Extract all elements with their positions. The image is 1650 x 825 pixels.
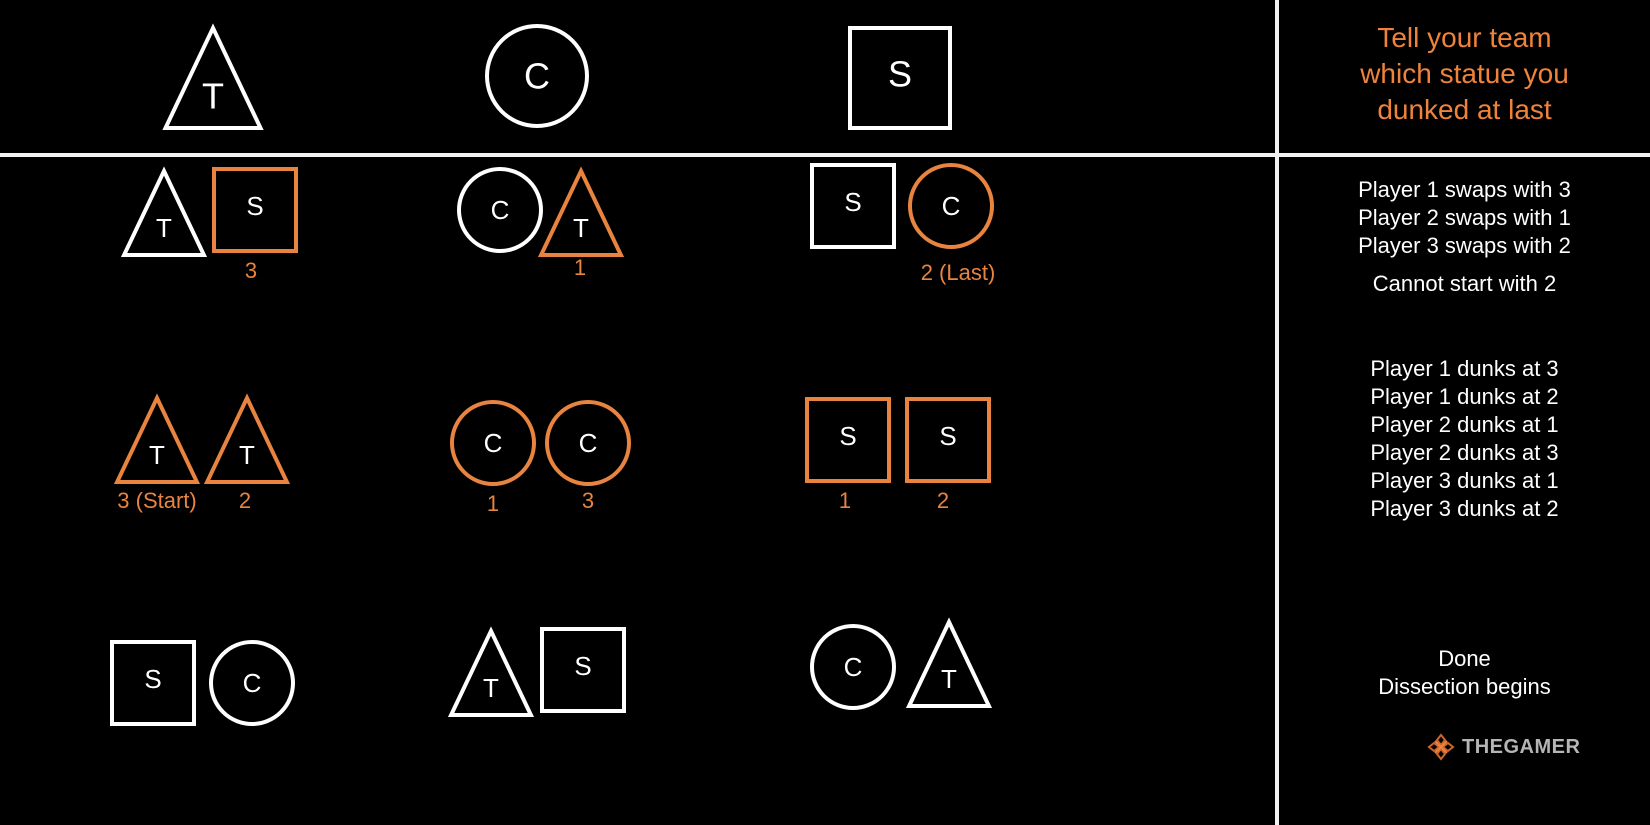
- statue-letter: C: [844, 652, 863, 682]
- done-message: Done Dissection begins: [1279, 645, 1650, 701]
- triangle-statue-t: T: [120, 166, 208, 257]
- cannot-start-note: Cannot start with 2: [1372, 271, 1557, 296]
- order-label: 3 (Start): [117, 488, 196, 513]
- statue-letter: S: [839, 421, 856, 451]
- title-line: which statue you: [1360, 58, 1569, 89]
- dunk-line: Player 3 dunks at 1: [1370, 468, 1559, 493]
- statue-letter: S: [246, 191, 263, 221]
- circle-icon: [485, 24, 589, 128]
- statue-letter: T: [483, 673, 499, 703]
- order-label: 1: [487, 491, 499, 516]
- dunk-instructions: Player 1 dunks at 3 Player 1 dunks at 2 …: [1279, 355, 1650, 523]
- triangle-icon: [905, 617, 993, 708]
- square-statue-s: S: [540, 627, 626, 713]
- statue-letter: T: [573, 213, 589, 243]
- horizontal-divider: [0, 153, 1650, 157]
- circle-statue-c: C: [450, 400, 536, 486]
- statue-letter: S: [888, 54, 912, 95]
- done-line: Dissection begins: [1378, 674, 1551, 699]
- circle-statue-c: C: [457, 167, 543, 253]
- statue-letter: T: [156, 213, 172, 243]
- statue-letter: C: [579, 428, 598, 458]
- triangle-statue-t: T: [537, 166, 625, 257]
- triangle-statue-t: T: [203, 393, 291, 484]
- circle-icon: [457, 167, 543, 253]
- order-label: 2 (Last): [921, 260, 996, 285]
- square-statue-s: S: [905, 397, 991, 483]
- statue-letter: T: [941, 664, 957, 694]
- circle-statue-c: C: [545, 400, 631, 486]
- statue-letter: C: [491, 195, 510, 225]
- circle-icon: [908, 163, 994, 249]
- thegamer-logo-icon: [1427, 733, 1455, 761]
- statue-letter: C: [942, 191, 961, 221]
- triangle-icon: [447, 626, 535, 717]
- swap-line: Player 1 swaps with 3: [1358, 177, 1571, 202]
- swap-line: Player 2 swaps with 1: [1358, 205, 1571, 230]
- triangle-statue-t: T: [447, 626, 535, 717]
- order-label: 3: [245, 258, 257, 283]
- order-label: 2: [239, 488, 251, 513]
- swap-instructions: Player 1 swaps with 3 Player 2 swaps wit…: [1279, 176, 1650, 260]
- square-icon: [905, 397, 991, 483]
- title-line: Tell your team: [1377, 22, 1552, 53]
- circle-icon: [545, 400, 631, 486]
- square-icon: [110, 640, 196, 726]
- triangle-statue-t: T: [113, 393, 201, 484]
- square-icon: [540, 627, 626, 713]
- triangle-icon: [113, 393, 201, 484]
- square-icon: [805, 397, 891, 483]
- square-statue-s: S: [212, 167, 298, 253]
- statue-letter: T: [239, 440, 255, 470]
- statue-letter: S: [939, 421, 956, 451]
- thegamer-logo: THEGAMER: [1426, 732, 1580, 762]
- square-icon: [810, 163, 896, 249]
- title-line: dunked at last: [1377, 94, 1552, 125]
- logo-text: THEGAMER: [1462, 735, 1581, 758]
- statue-letter: C: [484, 428, 503, 458]
- square-icon: [848, 26, 952, 130]
- order-label: 3: [582, 488, 594, 513]
- triangle-statue-t: T: [162, 23, 264, 130]
- square-statue-s: S: [848, 26, 952, 130]
- vertical-divider: [1275, 0, 1279, 825]
- triangle-icon: [162, 23, 264, 130]
- circle-statue-c: C: [908, 163, 994, 249]
- square-statue-s: S: [110, 640, 196, 726]
- dunk-line: Player 3 dunks at 2: [1370, 496, 1559, 521]
- swap-line: Player 3 swaps with 2: [1358, 233, 1571, 258]
- statue-letter: T: [202, 76, 224, 117]
- order-label: 1: [839, 488, 851, 513]
- triangle-statue-t: T: [905, 617, 993, 708]
- circle-statue-c: C: [810, 624, 896, 710]
- dunk-line: Player 1 dunks at 3: [1370, 356, 1559, 381]
- order-label: 1: [574, 255, 586, 280]
- circle-icon: [810, 624, 896, 710]
- triangle-icon: [203, 393, 291, 484]
- circle-statue-c: C: [209, 640, 295, 726]
- square-statue-s: S: [805, 397, 891, 483]
- triangle-icon: [537, 166, 625, 257]
- order-label: 2: [937, 488, 949, 513]
- statue-letter: C: [243, 668, 262, 698]
- dunk-line: Player 2 dunks at 3: [1370, 440, 1559, 465]
- square-statue-s: S: [810, 163, 896, 249]
- statue-letter: T: [149, 440, 165, 470]
- dunk-line: Player 1 dunks at 2: [1370, 384, 1559, 409]
- done-line: Done: [1438, 646, 1491, 671]
- statue-letter: S: [844, 187, 861, 217]
- square-icon: [212, 167, 298, 253]
- circle-icon: [209, 640, 295, 726]
- statue-letter: S: [144, 664, 161, 694]
- statue-letter: C: [524, 56, 550, 97]
- statue-letter: S: [574, 651, 591, 681]
- triangle-icon: [120, 166, 208, 257]
- circle-icon: [450, 400, 536, 486]
- dunk-line: Player 2 dunks at 1: [1370, 412, 1559, 437]
- instruction-title: Tell your team which statue you dunked a…: [1279, 20, 1650, 128]
- circle-statue-c: C: [485, 24, 589, 128]
